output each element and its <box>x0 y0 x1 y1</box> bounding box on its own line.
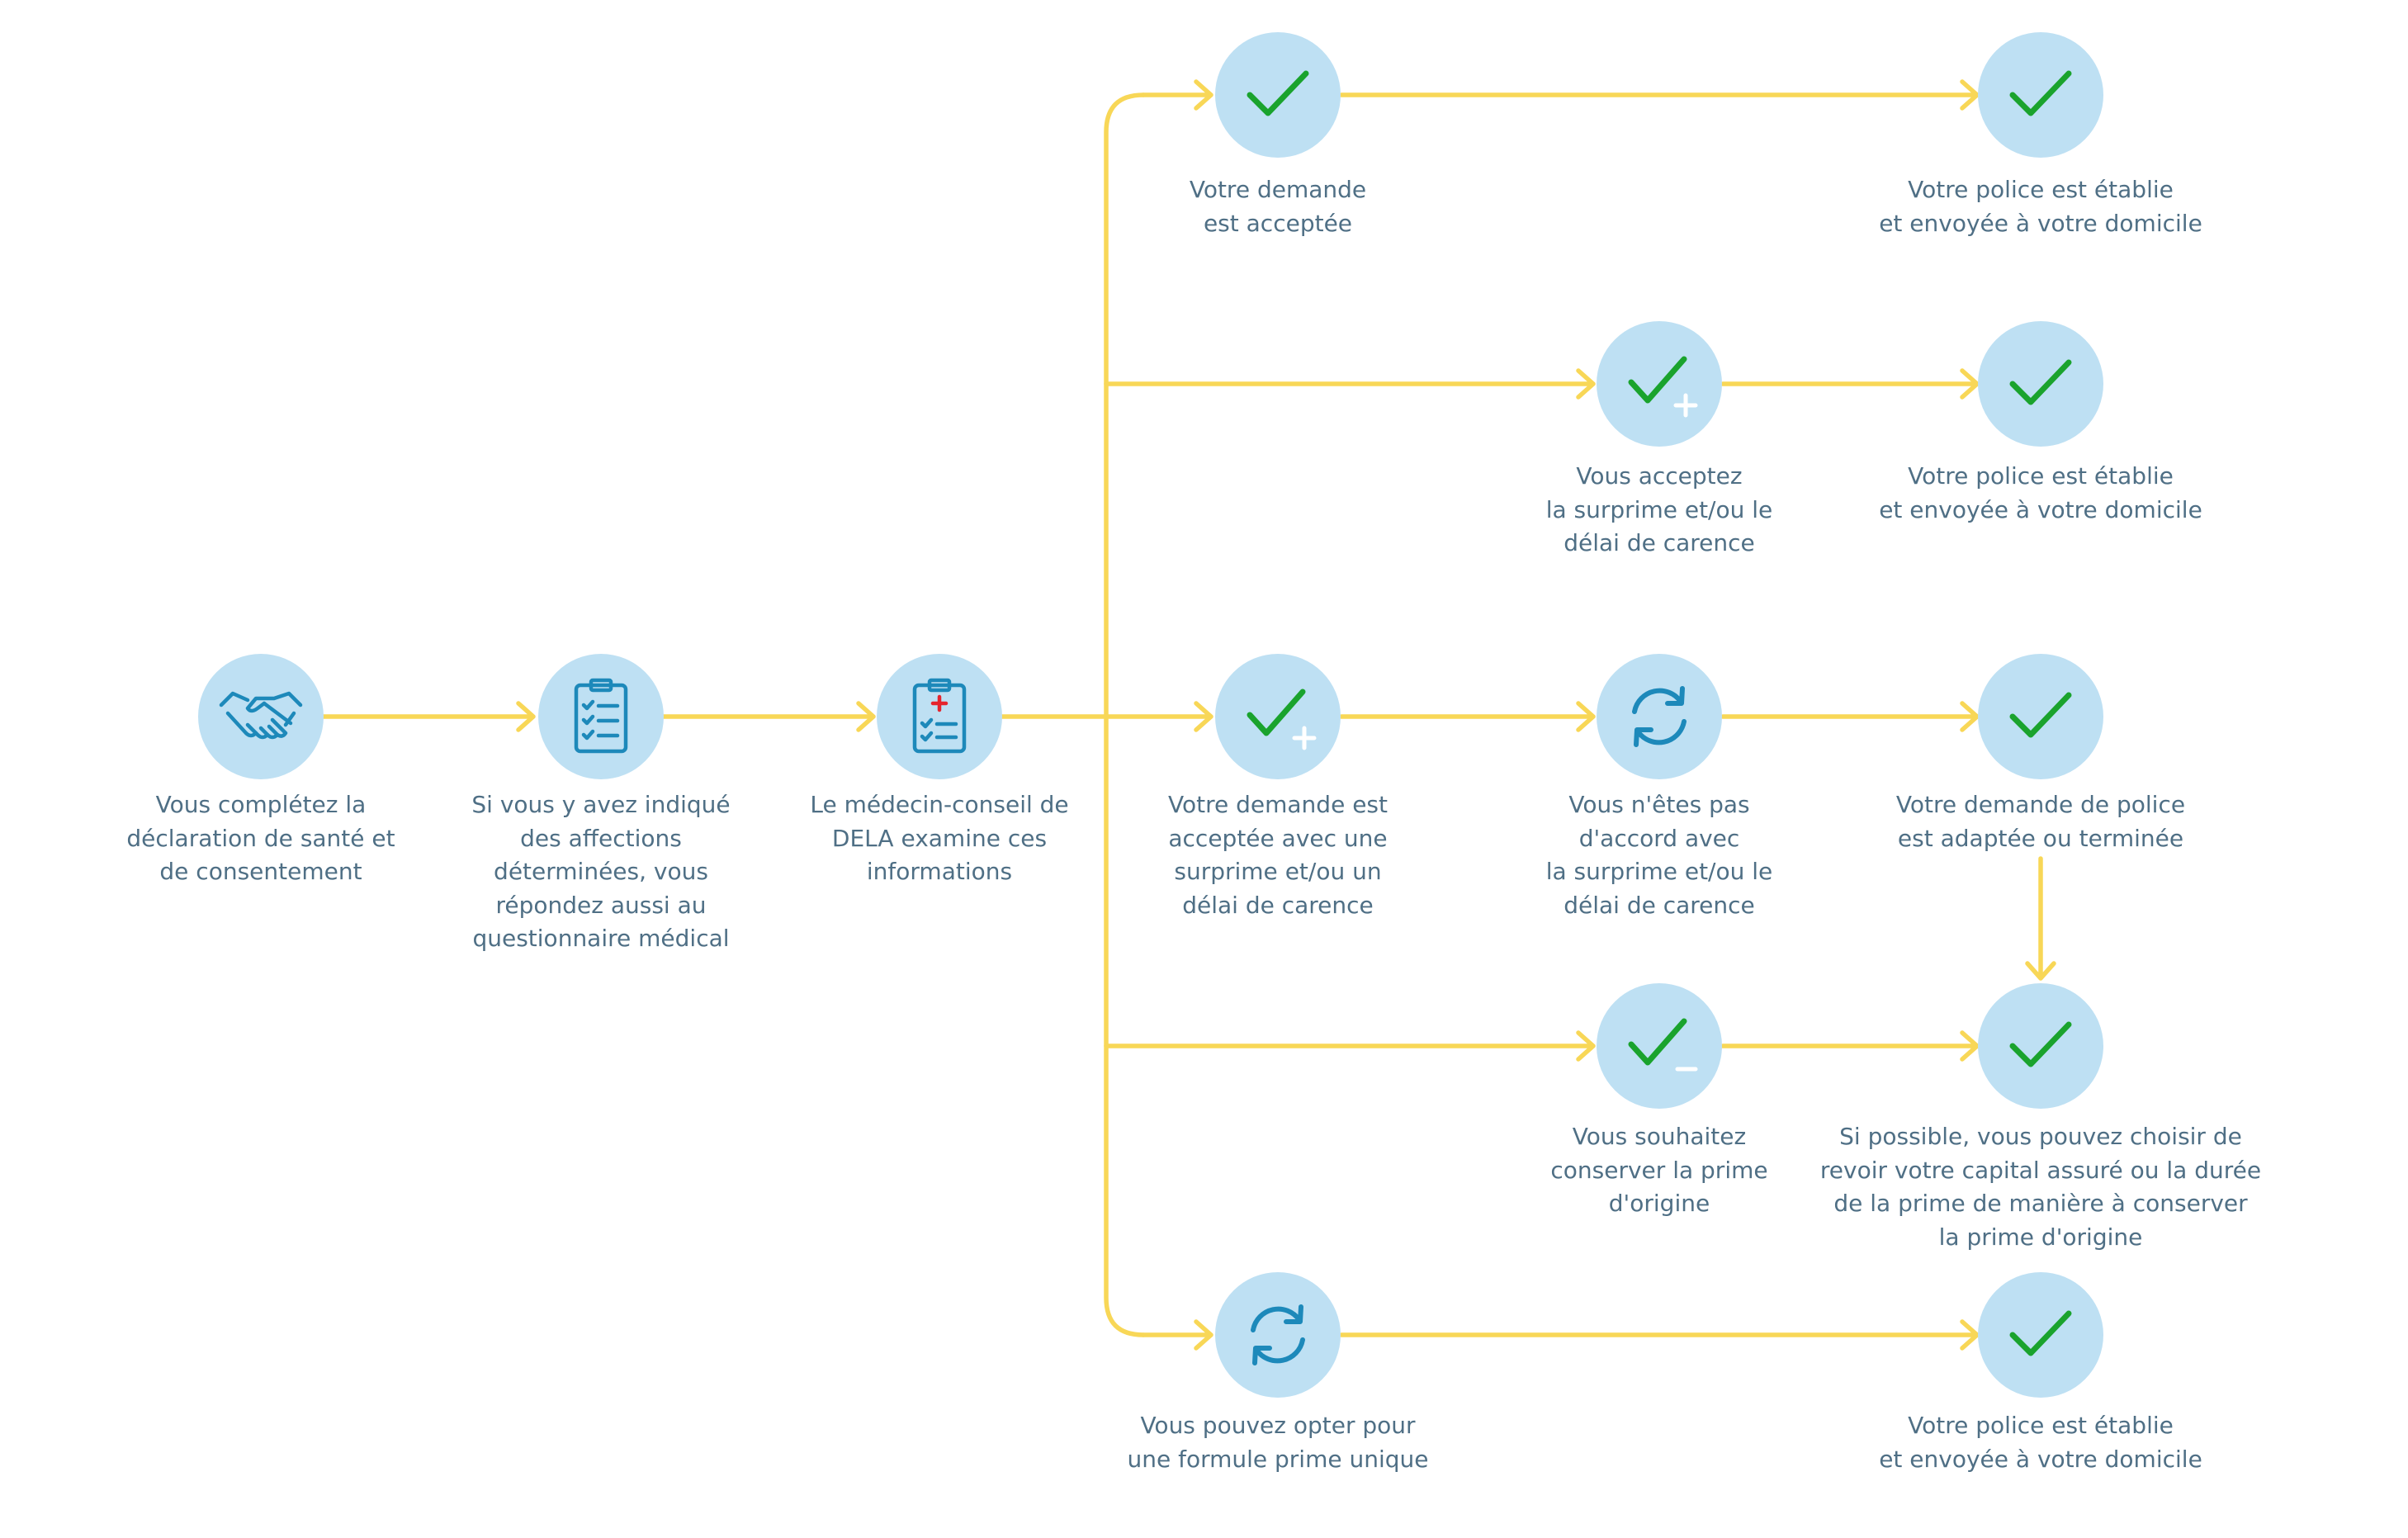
check-icon <box>2009 1310 2072 1356</box>
connector-b1-b2 <box>1720 368 1980 400</box>
check-icon <box>2009 1021 2072 1067</box>
connector-c2-c3 <box>1720 701 1980 732</box>
step-label-d1: Vous souhaitez conserver la prime d'orig… <box>1550 1123 1768 1217</box>
step-node-a2 <box>1978 32 2103 158</box>
check-icon <box>2009 70 2072 116</box>
step-node-d1 <box>1597 983 1722 1109</box>
check-icon <box>1247 70 1309 116</box>
connector-to-e1 <box>1141 1319 1213 1351</box>
connector-a1-a2 <box>1339 79 1980 111</box>
clipboard-checklist-icon <box>574 678 628 754</box>
step-label-c3: Votre demande de police est adaptée ou t… <box>1895 791 2186 852</box>
step-label-b2: Votre police est établie et envoyée à vo… <box>1879 462 2202 523</box>
step-label-s1: Vous complétez la déclaration de santé e… <box>126 791 395 885</box>
check-minus-icon <box>1628 1018 1698 1072</box>
check-plus-icon <box>1247 689 1317 750</box>
step-node-a1 <box>1215 32 1341 158</box>
connector-to-b1 <box>1104 368 1596 400</box>
step-label-d2: Si possible, vous pouvez choisir de revo… <box>1819 1123 2262 1251</box>
refresh-icon <box>1251 1304 1305 1365</box>
connector-d1-d2 <box>1720 1030 1980 1062</box>
check-plus-icon <box>1628 356 1698 418</box>
step-label-a2: Votre police est établie et envoyée à vo… <box>1879 176 2202 237</box>
step-label-b1: Vous acceptez la surprime et/ou le délai… <box>1545 462 1773 556</box>
step-label-c2: Vous n'êtes pas d'accord avec la surprim… <box>1545 791 1773 919</box>
step-node-c3 <box>1978 654 2103 779</box>
step-node-b1 <box>1597 321 1722 447</box>
step-label-e2: Votre police est établie et envoyée à vo… <box>1879 1412 2202 1473</box>
step-node-d2 <box>1978 983 2103 1109</box>
check-icon <box>2009 359 2072 405</box>
connector-to-a1 <box>1141 79 1213 111</box>
handshake-icon <box>219 691 303 740</box>
refresh-icon <box>1632 686 1687 747</box>
check-icon <box>2009 692 2072 738</box>
connector-to-d1 <box>1104 1030 1596 1062</box>
step-node-e2 <box>1978 1272 2103 1398</box>
step-node-e1 <box>1215 1272 1341 1398</box>
connector-s1-s2 <box>321 701 536 732</box>
step-node-s3 <box>877 654 1002 779</box>
step-node-s1 <box>198 654 324 779</box>
connector-to-c1 <box>1104 701 1213 732</box>
step-label-s3: Le médecin-conseil de DELA examine ces i… <box>810 791 1069 885</box>
step-node-s2 <box>538 654 664 779</box>
medical-clipboard-icon <box>912 678 967 754</box>
connector-e1-e2 <box>1339 1319 1980 1351</box>
step-node-c2 <box>1597 654 1722 779</box>
step-label-a1: Votre demande est acceptée <box>1189 176 1367 237</box>
step-label-e1: Vous pouvez opter pour une formule prime… <box>1127 1412 1429 1473</box>
step-node-b2 <box>1978 321 2103 447</box>
step-label-c1: Votre demande est acceptée avec une surp… <box>1168 791 1388 919</box>
step-label-s2: Si vous y avez indiqué des affections dé… <box>471 791 731 952</box>
connector-c3-d2 <box>2025 856 2056 981</box>
connector-s2-s3 <box>661 701 876 732</box>
step-node-c1 <box>1215 654 1341 779</box>
connector-c1-c2 <box>1339 701 1596 732</box>
